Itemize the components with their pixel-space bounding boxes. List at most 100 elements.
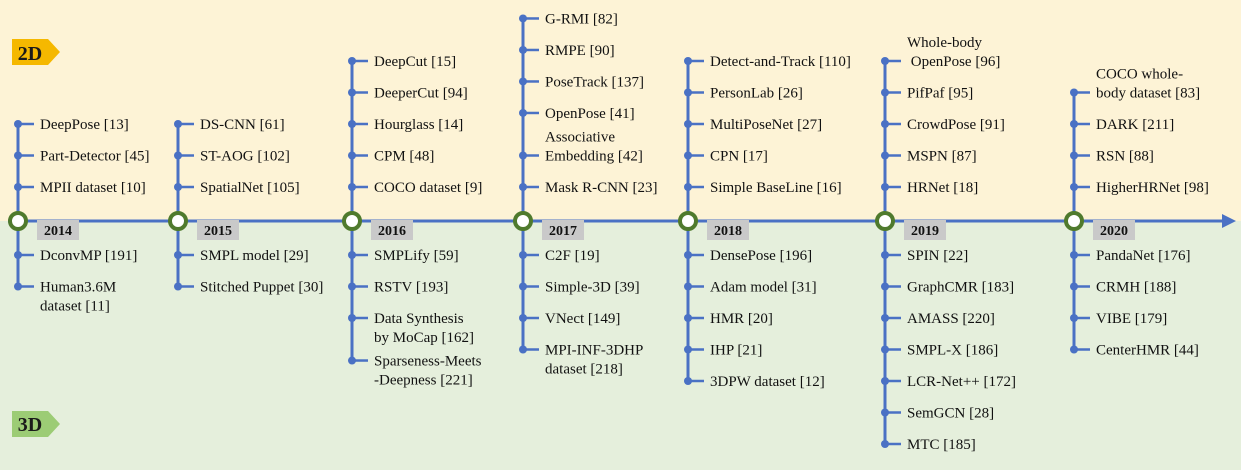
item-dot [1070, 345, 1078, 354]
item-dot [519, 45, 527, 54]
year-label: 2014 [44, 224, 72, 239]
method-label: Hourglass [14] [374, 117, 463, 133]
method-label-line: Simple-3D [39] [545, 280, 640, 296]
item-dot [14, 251, 22, 259]
method-label-line: AMASS [220] [907, 311, 995, 327]
tag-3d: 3D [12, 411, 60, 437]
method-label: DS-CNN [61] [200, 117, 285, 133]
method-label: OpenPose [41] [545, 106, 635, 122]
year-node [342, 211, 362, 231]
method-label-line: Part-Detector [45] [40, 149, 150, 165]
method-label-line: OpenPose [96] [907, 54, 1000, 70]
band-2d [0, 0, 1241, 221]
item-dot [881, 377, 889, 385]
year-box [371, 220, 413, 240]
method-label-line: Associative [545, 130, 615, 146]
method-label-line: SMPL-X [186] [907, 343, 998, 359]
method-label-line: Sparseness-Meets [374, 354, 482, 370]
year-label: 2019 [911, 224, 939, 239]
method-label: SMPLify [59] [374, 248, 459, 264]
item-dot [14, 282, 22, 291]
item-dot [174, 151, 182, 160]
item-dot [14, 151, 22, 160]
method-label-line: CPM [48] [374, 149, 434, 165]
method-label-line: MPII dataset [10] [40, 180, 146, 196]
method-label: DeeperCut [94] [374, 86, 468, 102]
method-label: SMPL-X [186] [907, 343, 998, 359]
method-label: MTC [185] [907, 437, 976, 453]
method-label: DARK [211] [1096, 117, 1174, 133]
method-label: Stitched Puppet [30] [200, 280, 323, 296]
tag-2d-shape [12, 39, 60, 65]
method-label-line: SpatialNet [105] [200, 180, 300, 196]
item-dot [519, 151, 527, 160]
method-label: PandaNet [176] [1096, 248, 1191, 264]
method-label-line: CRMH [188] [1096, 280, 1176, 296]
item-dot [881, 88, 889, 97]
item-dot [519, 77, 527, 86]
method-label-line: MTC [185] [907, 437, 976, 453]
method-label-line: PoseTrack [137] [545, 74, 644, 90]
method-label-line: OpenPose [41] [545, 106, 635, 122]
method-label-line: MSPN [87] [907, 149, 977, 165]
method-label-line: MultiPoseNet [27] [710, 117, 822, 133]
method-label: SemGCN [28] [907, 406, 994, 422]
method-label: HigherHRNet [98] [1096, 180, 1209, 196]
method-label-line: DensePose [196] [710, 248, 812, 264]
method-label: CenterHMR [44] [1096, 343, 1199, 359]
method-label-line: HigherHRNet [98] [1096, 180, 1209, 196]
method-label: SPIN [22] [907, 248, 968, 264]
year-column-2014: MPII dataset [10] Part-Detector [45] DeepP… [8, 117, 150, 315]
method-label: Simple-3D [39] [545, 280, 640, 296]
item-dot [348, 356, 356, 365]
method-label: Mask R-CNN [23] [545, 180, 658, 196]
method-label: CrowdPose [91] [907, 117, 1005, 133]
method-label-line: Mask R-CNN [23] [545, 180, 658, 196]
item-dot [881, 120, 889, 128]
item-dot [519, 345, 527, 354]
item-dot [348, 88, 356, 97]
method-label-line: by MoCap [162] [374, 330, 474, 346]
method-label-line: Simple BaseLine [16] [710, 180, 842, 196]
item-dot [14, 183, 22, 191]
item-dot [881, 345, 889, 354]
tag-3d-label: 3D [18, 414, 42, 436]
item-dot [174, 251, 182, 259]
method-label: RSN [88] [1096, 149, 1154, 165]
item-dot [519, 251, 527, 259]
tag-2d: 2D [12, 39, 60, 65]
item-dot [519, 183, 527, 191]
method-label-line: DeepPose [13] [40, 117, 129, 133]
year-column-2016: COCO dataset [9] CPM [48] Hourglass [14] De… [342, 54, 482, 389]
method-label: CPM [48] [374, 149, 434, 165]
method-label-line: ST-AOG [102] [200, 149, 290, 165]
method-label-line: RMPE [90] [545, 43, 615, 59]
method-label: RSTV [193] [374, 280, 448, 296]
method-label: Adam model [31] [710, 280, 817, 296]
item-dot [174, 183, 182, 191]
item-dot [684, 377, 692, 385]
item-dot [348, 57, 356, 65]
item-dot [684, 345, 692, 354]
item-dot [684, 151, 692, 160]
method-label: VNect [149] [545, 311, 620, 327]
item-dot [348, 282, 356, 291]
method-label: HMR [20] [710, 311, 773, 327]
item-dot [1070, 251, 1078, 259]
year-box [1093, 220, 1135, 240]
item-dot [519, 314, 527, 322]
method-label: Part-Detector [45] [40, 149, 150, 165]
item-dot [684, 251, 692, 259]
method-label: PoseTrack [137] [545, 74, 644, 90]
item-dot [174, 282, 182, 291]
method-label-line: Embedding [42] [545, 149, 643, 165]
method-label-line: Stitched Puppet [30] [200, 280, 323, 296]
method-label-line: COCO dataset [9] [374, 180, 482, 196]
item-dot [519, 14, 527, 23]
method-label-line: HMR [20] [710, 311, 773, 327]
method-label-line: CrowdPose [91] [907, 117, 1005, 133]
method-label-line: RSN [88] [1096, 149, 1154, 165]
method-label: PifPaf [95] [907, 86, 973, 102]
item-dot [881, 251, 889, 259]
